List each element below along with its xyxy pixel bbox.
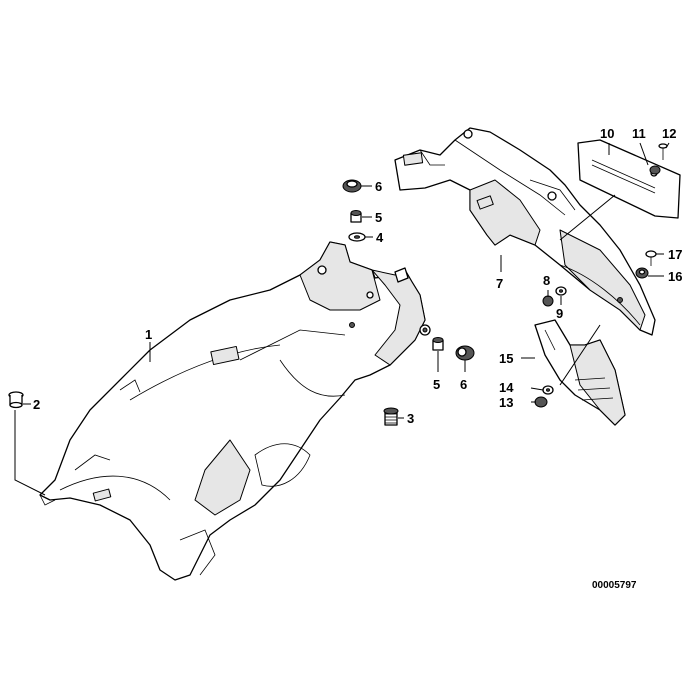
callouts: 1 2 3 4 5 5 6 6 7 8 9 10 11 12 13 14 15 … [33,126,682,426]
callout-5-upper: 5 [375,210,382,225]
callout-1: 1 [145,327,152,342]
grommet-6-lower-part [455,345,475,361]
callout-5-lower: 5 [433,377,440,392]
bolt-3-part [383,407,399,426]
callout-3: 3 [407,411,414,426]
callout-12: 12 [662,126,676,141]
callout-4: 4 [376,230,384,245]
callout-16: 16 [668,269,682,284]
reflector-bracket-part [534,319,626,426]
rivet-2-part [8,391,24,409]
bushing-5-upper-part [350,210,362,223]
washer-4-part [348,232,366,242]
callout-10: 10 [600,126,614,141]
bushing-5-lower-part [432,337,444,351]
screw-12-part [658,143,668,160]
callout-9: 9 [556,306,563,321]
callout-14: 14 [499,380,514,395]
screw-17-part [645,250,657,266]
callout-13: 13 [499,395,513,410]
grommet-6-upper-part [342,179,362,193]
callout-6-upper: 6 [375,179,382,194]
callout-11: 11 [632,126,646,141]
nut-8-part [542,295,554,307]
nut-16-part [635,267,649,279]
callout-6-lower: 6 [460,377,467,392]
bracket-carrier-part [394,127,656,336]
callout-2: 2 [33,397,40,412]
nut-11-part [649,165,661,175]
leader-lines [14,142,670,496]
rear-fender-part [39,241,431,581]
washer-14-part [542,385,554,395]
washer-9-part [555,286,567,296]
plate-holder-part [577,139,681,219]
nut-13-part [534,396,548,408]
callout-7: 7 [496,276,503,291]
reference-code: 00005797 [592,580,637,591]
callout-15: 15 [499,351,513,366]
callout-17: 17 [668,247,682,262]
callout-8: 8 [543,273,550,288]
